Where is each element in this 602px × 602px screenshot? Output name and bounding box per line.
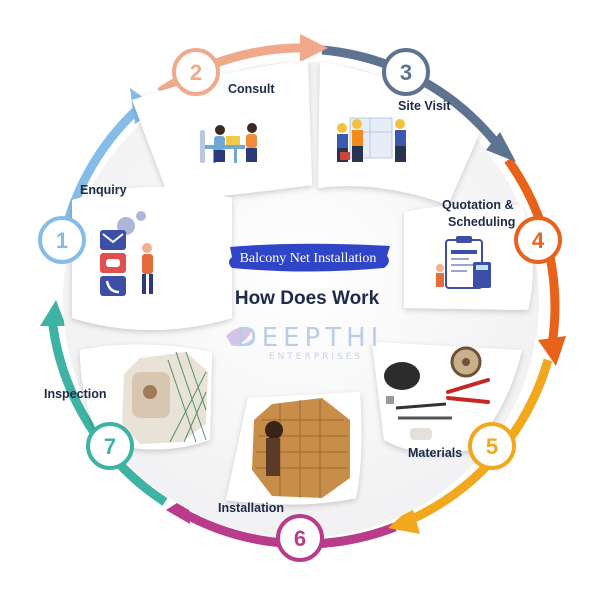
step-1-label: Enquiry xyxy=(80,183,127,197)
svg-text:7: 7 xyxy=(104,434,116,459)
arrowhead-3 xyxy=(486,132,516,162)
title-brush-band xyxy=(229,243,390,272)
person-icon xyxy=(215,125,225,135)
arc-step-7 xyxy=(47,317,168,506)
brand-bird-logo xyxy=(226,327,252,346)
materials-illustration xyxy=(384,346,490,440)
svg-text:6: 6 xyxy=(294,526,306,551)
mail-tile-icon xyxy=(100,230,126,250)
svg-text:5: 5 xyxy=(486,434,498,459)
brand-subtitle: ENTERPRISES xyxy=(269,352,363,362)
toolbox-icon xyxy=(340,152,350,160)
step-7-label: Inspection xyxy=(44,387,107,401)
fastener-box-icon xyxy=(386,396,394,404)
site-visit-illustration xyxy=(337,117,406,162)
pliers-icon xyxy=(446,378,490,404)
band-text: Balcony Net Installation xyxy=(240,251,377,266)
gear-icon xyxy=(136,211,146,221)
step-6-badge: 6 xyxy=(276,514,324,562)
step-2-badge: 2 xyxy=(172,48,220,96)
step-1-badge: 1 xyxy=(38,216,86,264)
quotation-illustration xyxy=(436,236,491,289)
step-badges: 1 2 3 4 5 6 7 xyxy=(38,48,562,562)
step-3-label: Site Visit xyxy=(398,99,451,113)
arrowhead-5 xyxy=(388,506,420,534)
brand-watermark: DEEPTHI ENTERPRISES xyxy=(226,323,384,362)
phone-tile-icon xyxy=(100,276,126,296)
arrowhead-2 xyxy=(300,34,328,62)
laptop-icon xyxy=(226,136,240,145)
worker-icon xyxy=(395,119,405,129)
inspection-photo xyxy=(122,351,208,444)
step-4-label-line2: Scheduling xyxy=(448,215,515,229)
center-content: Balcony Net Installation How Does Work D… xyxy=(226,243,390,362)
brand-name: DEEPTHI xyxy=(237,323,384,353)
step-5-badge: 5 xyxy=(468,422,516,470)
worker-icon xyxy=(337,123,347,133)
center-title: How Does Work xyxy=(235,288,380,309)
arrowhead-7 xyxy=(40,300,66,326)
step-4-label-line1: Quotation & xyxy=(442,198,514,212)
arrowhead-4 xyxy=(538,336,566,366)
installation-photo xyxy=(252,398,350,498)
svg-text:2: 2 xyxy=(190,60,202,85)
svg-text:1: 1 xyxy=(56,228,68,253)
step-labels: Enquiry Consult Site Visit Quotation & S… xyxy=(44,82,515,515)
step-3-badge: 3 xyxy=(382,48,430,96)
step-4-badge: 4 xyxy=(514,216,562,264)
enquiry-illustration xyxy=(100,211,153,296)
person-icon xyxy=(247,123,257,133)
rope-bundle-icon xyxy=(410,428,432,440)
svg-text:3: 3 xyxy=(400,60,412,85)
worker-icon xyxy=(352,119,362,129)
worker-figure xyxy=(265,421,283,439)
step-5-label: Materials xyxy=(408,446,462,460)
step-7-badge: 7 xyxy=(86,422,134,470)
tool-icon xyxy=(395,402,447,410)
net-roll-icon xyxy=(384,362,420,390)
step-2-label: Consult xyxy=(228,82,275,96)
person-icon xyxy=(436,264,444,272)
consult-illustration xyxy=(200,123,257,163)
person-icon xyxy=(142,243,152,253)
svg-text:4: 4 xyxy=(532,228,545,253)
step-6-label: Installation xyxy=(218,501,284,515)
